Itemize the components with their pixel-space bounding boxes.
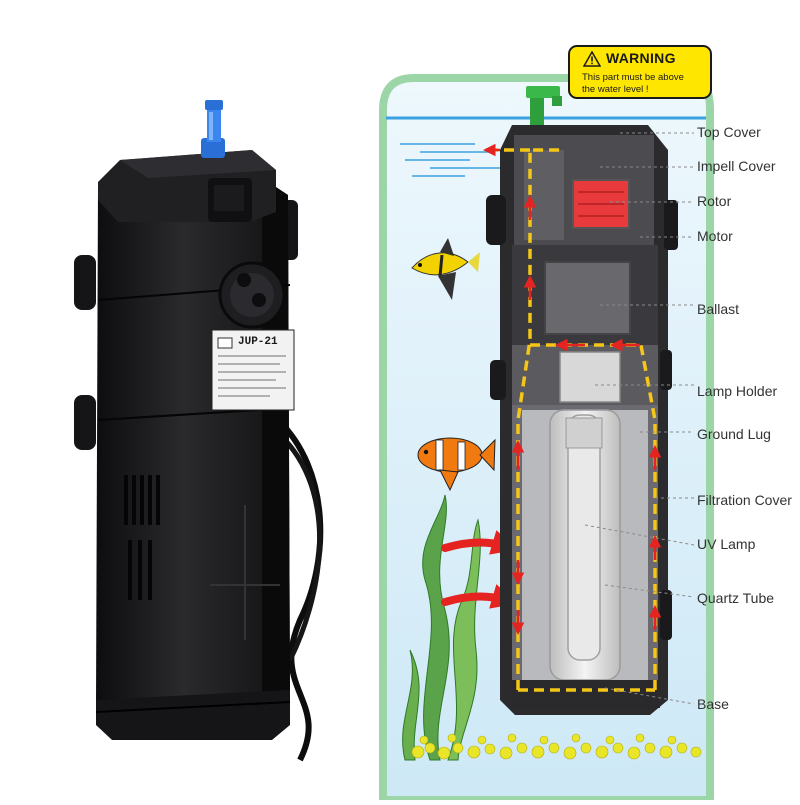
label-motor: Motor	[697, 228, 733, 244]
lamp-holder	[559, 351, 621, 403]
label-ballast: Ballast	[697, 301, 740, 317]
label-base: Base	[697, 696, 729, 712]
warning-triangle-icon	[583, 51, 601, 67]
warning-line-1: This part must be above	[582, 72, 684, 83]
seaweed	[402, 494, 481, 761]
pump-body	[96, 170, 290, 725]
gravel	[411, 733, 702, 760]
power-cable	[275, 417, 324, 762]
flow-knob	[218, 261, 286, 329]
label-rotor: Rotor	[697, 193, 732, 209]
model-number: JUP-21	[238, 336, 278, 348]
clownfish	[417, 437, 496, 492]
cutaway-unit	[483, 86, 678, 715]
label-top-cover: Top Cover	[697, 124, 761, 140]
intake-slots	[124, 475, 160, 600]
product-photo	[74, 100, 324, 762]
flow-direction-arrows	[483, 143, 662, 635]
side-clip-lower	[74, 395, 96, 450]
label-ground-lug: Ground Lug	[697, 426, 771, 442]
label-uv-lamp: UV Lamp	[697, 536, 756, 552]
angelfish	[411, 238, 480, 300]
side-clip-upper	[74, 255, 96, 310]
air-valve	[201, 100, 225, 158]
warning-title: WARNING	[606, 50, 676, 66]
leader-lines	[584, 132, 695, 705]
label-filtration-cover: Filtration Cover	[697, 492, 792, 508]
base	[512, 680, 660, 708]
warning-sign: WARNING This part must be above the wate…	[568, 45, 712, 99]
ballast	[544, 261, 631, 335]
label-quartz-tube: Quartz Tube	[697, 590, 775, 606]
warning-line-2: the water level !	[582, 84, 649, 95]
label-lamp-holder: Lamp Holder	[697, 383, 778, 399]
uv-lamp	[567, 414, 601, 661]
label-impell-cover: Impell Cover	[697, 158, 776, 174]
pump-base	[96, 690, 290, 740]
